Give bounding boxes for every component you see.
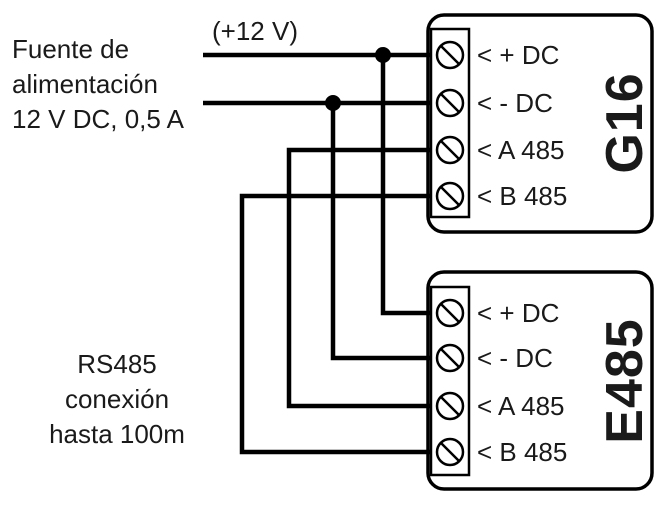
screw-terminal-icon (435, 391, 465, 421)
device-box-e485 (426, 270, 654, 491)
screw-terminal-icon (435, 40, 465, 70)
junction-dot-minus (325, 95, 341, 111)
screw-terminal-icon (435, 437, 465, 467)
power-supply-label: Fuente de alimentación 12 V DC, 0,5 A (12, 34, 185, 134)
rs485-label-line1: RS485 (77, 349, 157, 379)
rs485-label-line3: hasta 100m (49, 419, 185, 449)
screw-terminal-icon (435, 298, 465, 328)
power-supply-label-line1: Fuente de (12, 34, 129, 64)
wire-b485 (239, 193, 448, 455)
wire-a485 (286, 147, 448, 409)
power-supply-label-line3: 12 V DC, 0,5 A (12, 104, 185, 134)
wire-minus-dc-to-e485 (330, 103, 448, 361)
terminal-label-g16-minus-dc: < - DC (477, 88, 553, 118)
wire-plus-12v-to-e485 (380, 55, 448, 316)
device-name-e485: E485 (596, 318, 654, 443)
screw-terminal-icon (435, 88, 465, 118)
terminal-label-e485-b485: < B 485 (477, 437, 567, 467)
terminal-label-e485-minus-dc: < - DC (477, 343, 553, 373)
device-name-g16: G16 (596, 72, 654, 173)
wires (203, 47, 448, 455)
terminal-label-e485-a485: < A 485 (477, 391, 564, 421)
plus-12v-label: (+12 V) (212, 16, 298, 46)
screw-terminal-icon (435, 135, 465, 165)
screw-terminal-icon (435, 181, 465, 211)
power-supply-label-line2: alimentación (12, 69, 158, 99)
device-box-g16 (426, 13, 654, 234)
terminal-label-g16-plus-dc: < + DC (477, 40, 559, 70)
terminal-label-g16-a485: < A 485 (477, 135, 564, 165)
rs485-label: RS485 conexión hasta 100m (49, 349, 185, 449)
terminal-label-e485-plus-dc: < + DC (477, 298, 559, 328)
rs485-label-line2: conexión (65, 384, 169, 414)
screw-terminal-icon (435, 343, 465, 373)
terminal-label-g16-b485: < B 485 (477, 181, 567, 211)
device-g16: < + DC < - DC < A 485 < B 485 G16 (429, 27, 654, 219)
junction-dot-plus (375, 47, 391, 63)
device-e485: < + DC < - DC < A 485 < B 485 E485 (429, 285, 654, 477)
